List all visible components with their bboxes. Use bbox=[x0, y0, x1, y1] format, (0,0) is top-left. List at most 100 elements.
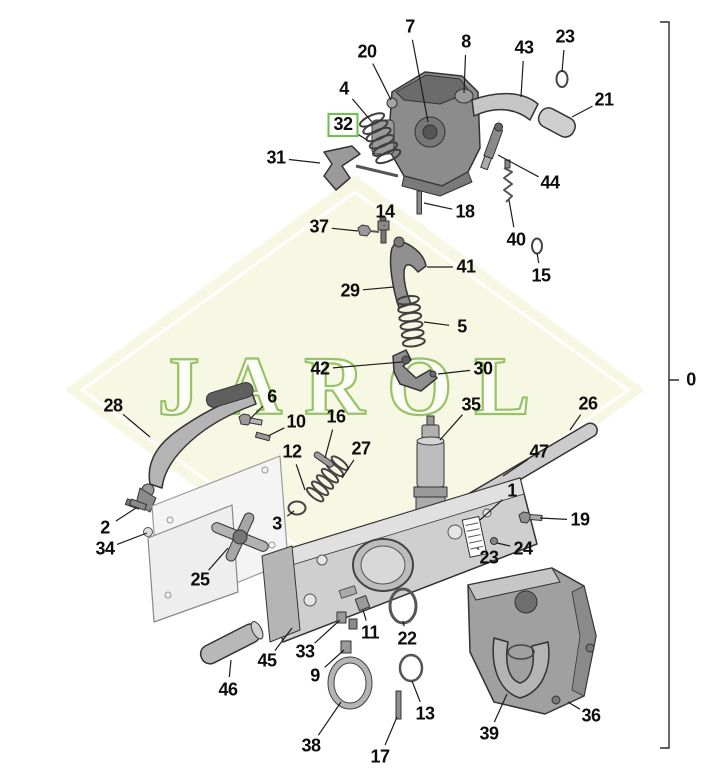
leader-line-7 bbox=[411, 39, 429, 123]
callout-32[interactable]: 32 bbox=[327, 113, 359, 137]
callout-15[interactable]: 15 bbox=[531, 265, 551, 286]
callout-13[interactable]: 13 bbox=[415, 703, 435, 724]
callout-19[interactable]: 19 bbox=[570, 509, 590, 530]
roller-sleeve bbox=[537, 107, 576, 138]
callout-27[interactable]: 27 bbox=[351, 438, 371, 459]
top-screw bbox=[386, 97, 398, 109]
callout-14[interactable]: 14 bbox=[375, 201, 395, 222]
callout-39[interactable]: 39 bbox=[479, 723, 499, 744]
spring-screw bbox=[503, 159, 513, 203]
callout-29[interactable]: 29 bbox=[340, 280, 360, 301]
leader-line-44 bbox=[497, 154, 539, 178]
hex-bolt-6 bbox=[238, 413, 263, 426]
callout-34[interactable]: 34 bbox=[95, 538, 115, 559]
coil-spring-top bbox=[359, 112, 402, 165]
leader-line-34 bbox=[116, 532, 148, 545]
callout-45[interactable]: 45 bbox=[257, 650, 277, 671]
seat-ring-3 bbox=[287, 500, 307, 516]
callout-47[interactable]: 47 bbox=[529, 441, 549, 462]
leader-line-19 bbox=[539, 517, 568, 520]
callout-23[interactable]: 23 bbox=[555, 26, 575, 47]
leader-line-15 bbox=[536, 252, 540, 264]
callout-6[interactable]: 6 bbox=[267, 386, 277, 407]
leader-line-9 bbox=[324, 649, 345, 668]
leader-line-27 bbox=[341, 459, 355, 479]
hex-bolt-19 bbox=[518, 511, 543, 524]
leader-line-8 bbox=[463, 54, 467, 94]
leader-line-10 bbox=[267, 427, 285, 437]
callout-41[interactable]: 41 bbox=[456, 256, 476, 277]
leader-line-29 bbox=[362, 286, 395, 291]
clevis-pin-18 bbox=[416, 190, 422, 215]
leader-line-23 bbox=[476, 547, 480, 551]
fork-bolt bbox=[401, 355, 411, 365]
callout-23[interactable]: 23 bbox=[479, 547, 499, 568]
hand-lever-arm bbox=[124, 381, 257, 513]
callout-3[interactable]: 3 bbox=[272, 513, 282, 534]
callout-37[interactable]: 37 bbox=[309, 216, 329, 237]
callout-18[interactable]: 18 bbox=[455, 201, 475, 222]
leader-line-17 bbox=[384, 716, 398, 746]
callout-17[interactable]: 17 bbox=[370, 746, 390, 767]
callout-40[interactable]: 40 bbox=[506, 229, 526, 250]
leader-line-16 bbox=[324, 429, 334, 459]
leader-line-36 bbox=[567, 701, 581, 710]
top-valve-assembly bbox=[371, 71, 481, 197]
dowel-pin-10 bbox=[254, 431, 271, 442]
leader-line-47 bbox=[502, 458, 529, 477]
leader-lines bbox=[115, 39, 593, 746]
leader-line-1 bbox=[479, 499, 503, 521]
coupler-fork bbox=[392, 349, 438, 392]
leader-line-28 bbox=[122, 413, 151, 438]
callout-1[interactable]: 1 bbox=[507, 480, 517, 501]
callout-20[interactable]: 20 bbox=[357, 41, 377, 62]
callout-31[interactable]: 31 bbox=[266, 147, 286, 168]
callout-0[interactable]: 0 bbox=[686, 369, 696, 390]
callout-4[interactable]: 4 bbox=[339, 78, 349, 99]
callout-24[interactable]: 24 bbox=[513, 538, 533, 559]
callout-35[interactable]: 35 bbox=[461, 394, 481, 415]
callout-22[interactable]: 22 bbox=[397, 628, 417, 649]
o-ring-mid bbox=[531, 237, 543, 255]
leader-line-40 bbox=[508, 199, 515, 228]
callout-26[interactable]: 26 bbox=[578, 393, 598, 414]
callout-12[interactable]: 12 bbox=[282, 441, 302, 462]
callout-16[interactable]: 16 bbox=[326, 406, 346, 427]
leader-line-32 bbox=[357, 133, 368, 141]
callout-8[interactable]: 8 bbox=[461, 31, 471, 52]
bushing-9 bbox=[340, 640, 352, 654]
callout-11[interactable]: 11 bbox=[360, 622, 380, 643]
leader-line-25 bbox=[208, 547, 229, 571]
callout-10[interactable]: 10 bbox=[286, 411, 306, 432]
handle-tube bbox=[471, 92, 576, 138]
leader-line-45 bbox=[274, 627, 293, 651]
pin-17 bbox=[395, 690, 402, 720]
callout-33[interactable]: 33 bbox=[295, 641, 315, 662]
leader-line-2 bbox=[115, 507, 137, 522]
callout-44[interactable]: 44 bbox=[540, 172, 560, 193]
callout-30[interactable]: 30 bbox=[473, 358, 493, 379]
leader-line-12 bbox=[295, 464, 306, 491]
leader-line-4 bbox=[351, 98, 373, 123]
mounting-plates bbox=[129, 455, 289, 623]
leader-line-6 bbox=[249, 405, 264, 420]
callout-21[interactable]: 21 bbox=[594, 89, 614, 110]
pivot-pin-2 bbox=[129, 498, 148, 511]
leader-line-20 bbox=[372, 63, 392, 101]
callout-2[interactable]: 2 bbox=[100, 517, 110, 538]
callout-28[interactable]: 28 bbox=[103, 395, 123, 416]
callout-46[interactable]: 46 bbox=[218, 679, 238, 700]
callout-5[interactable]: 5 bbox=[457, 316, 467, 337]
callout-42[interactable]: 42 bbox=[310, 358, 330, 379]
leader-line-13 bbox=[411, 680, 421, 703]
callout-7[interactable]: 7 bbox=[405, 16, 415, 37]
roller-46 bbox=[199, 621, 264, 665]
callout-43[interactable]: 43 bbox=[514, 37, 534, 58]
callout-25[interactable]: 25 bbox=[190, 569, 210, 590]
lever-grip bbox=[205, 381, 254, 408]
callout-38[interactable]: 38 bbox=[301, 735, 321, 756]
callout-9[interactable]: 9 bbox=[310, 665, 320, 686]
callout-36[interactable]: 36 bbox=[581, 705, 601, 726]
snap-ring-13 bbox=[398, 653, 424, 683]
